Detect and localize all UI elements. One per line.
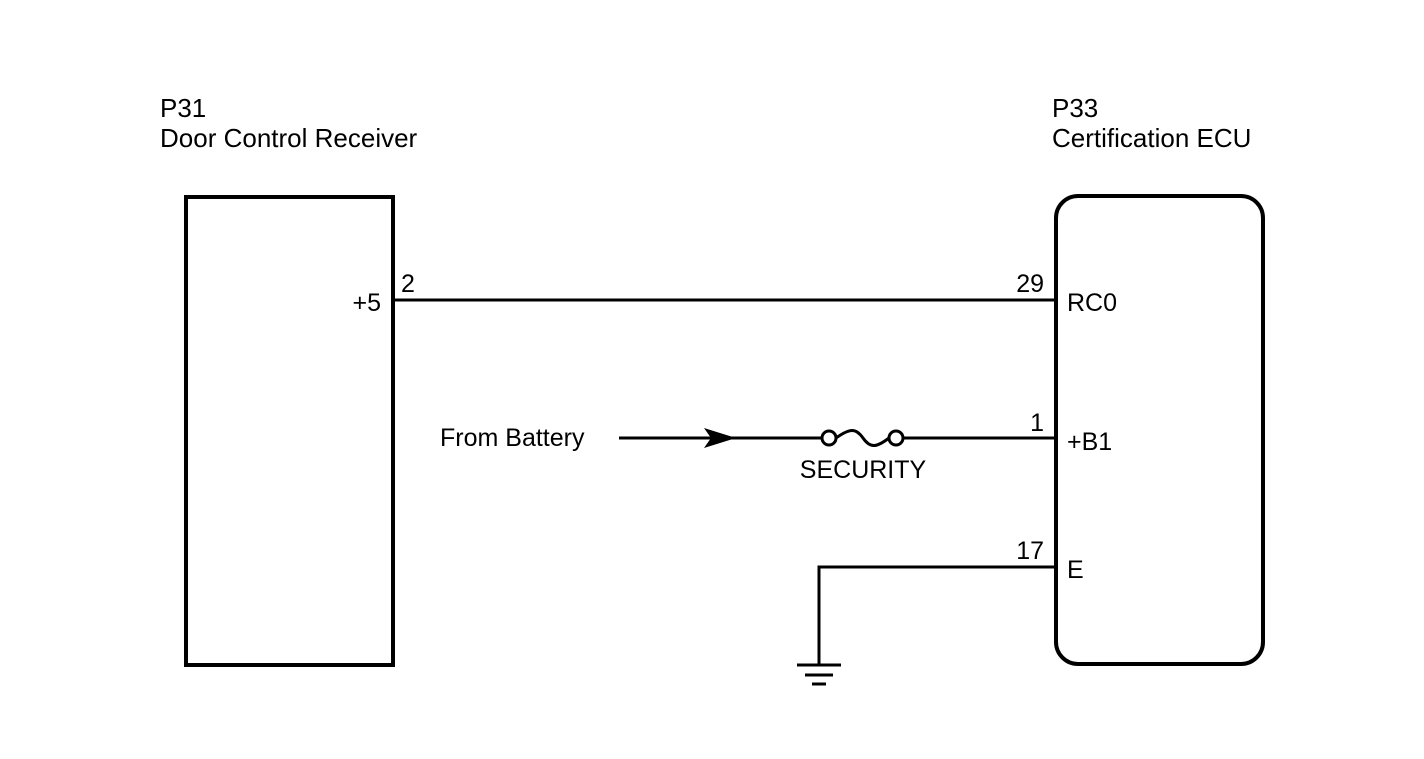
receiver-pin-label: +5 [352, 289, 381, 317]
door-control-receiver-box [184, 195, 395, 667]
ecu-pin-label-e: E [1067, 556, 1084, 584]
fuse-icon [835, 429, 890, 447]
ecu-code: P33 [1052, 93, 1098, 123]
receiver-code: P31 [160, 93, 206, 123]
receiver-pin-number: 2 [401, 270, 415, 298]
ecu-pin-label-b1: +B1 [1067, 428, 1112, 456]
ecu-pin-number-b1: 1 [1030, 409, 1044, 437]
battery-source-label: From Battery [440, 424, 585, 452]
ground-wire [817, 565, 1056, 665]
fuse-terminal-right [887, 429, 905, 447]
fuse-terminal-left [820, 429, 838, 447]
ecu-pin-number-rc0: 29 [1016, 270, 1044, 298]
fuse-label: SECURITY [800, 456, 927, 484]
certification-ecu-box [1054, 194, 1265, 666]
ecu-pin-number-e: 17 [1016, 537, 1044, 565]
current-arrow-icon [704, 428, 736, 448]
ecu-name: Certification ECU [1052, 123, 1251, 153]
receiver-name: Door Control Receiver [160, 123, 418, 153]
ecu-pin-label-rc0: RC0 [1067, 289, 1117, 317]
